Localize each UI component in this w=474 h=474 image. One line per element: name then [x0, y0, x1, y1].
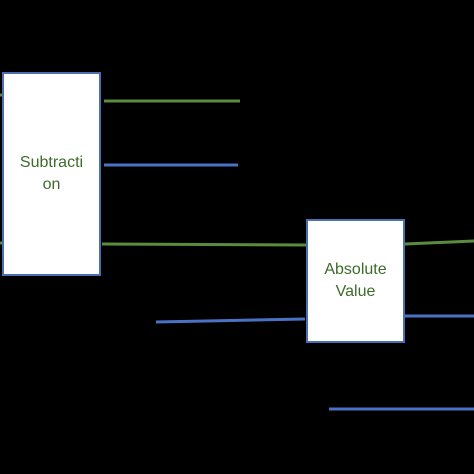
subtraction-label: Subtracti on [20, 152, 83, 195]
absolute-value-label-line1: Absolute [324, 261, 387, 279]
absolute-value-block: Absolute Value [306, 219, 405, 343]
absolute-value-label: Absolute Value [324, 259, 386, 302]
subtraction-label-line1: Subtracti [19, 154, 84, 172]
absolute-value-label-line2: Value [335, 283, 376, 300]
absolute-input-blue-wire [155, 317, 306, 324]
absolute-output-green-wire [404, 239, 474, 246]
subtraction-to-absolute-green-wire [101, 242, 307, 247]
subtraction-block: Subtracti on [2, 72, 101, 276]
subtraction-label-line2: on [42, 176, 61, 193]
